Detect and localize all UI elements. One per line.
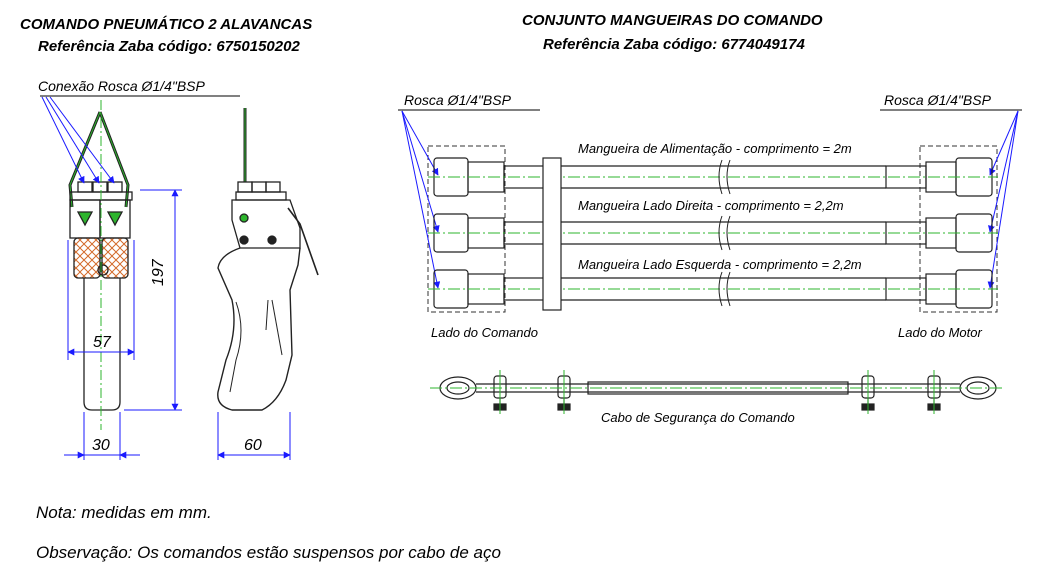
- front-view: [68, 100, 133, 430]
- front-dimensions: [64, 189, 182, 460]
- break-marks: [718, 159, 731, 307]
- hose-thread-leaders: [398, 109, 1022, 289]
- side-motor-label: Lado do Motor: [898, 325, 982, 340]
- hose-clamp: [542, 157, 562, 311]
- dim-depth-side: 60: [244, 437, 262, 454]
- safety-cable: [430, 370, 1005, 414]
- hose-label-left: Mangueira Lado Esquerda - comprimento = …: [578, 257, 862, 272]
- thread-left-label: Rosca Ø1/4"BSP: [404, 92, 511, 108]
- hose-label-feed: Mangueira de Alimentação - comprimento =…: [578, 141, 852, 156]
- hose-1: [428, 157, 998, 197]
- side-command-label: Lado do Comando: [431, 325, 538, 340]
- left-reference: Referência Zaba código: 6750150202: [38, 38, 300, 55]
- side-view: [217, 108, 319, 411]
- thread-connection-label: Conexão Rosca Ø1/4"BSP: [38, 78, 205, 94]
- hose-label-right: Mangueira Lado Direita - comprimento = 2…: [578, 198, 844, 213]
- thread-leaders: [40, 95, 240, 184]
- safety-cable-label: Cabo de Segurança do Comando: [601, 410, 795, 425]
- dim-width-front: 57: [93, 334, 111, 351]
- hose-2: [428, 213, 998, 253]
- thread-right-label: Rosca Ø1/4"BSP: [884, 92, 991, 108]
- hose-3: [428, 269, 998, 309]
- note-units: Nota: medidas em mm.: [36, 503, 212, 522]
- note-observation: Observação: Os comandos estão suspensos …: [36, 543, 501, 562]
- dim-base-front: 30: [92, 437, 110, 454]
- fitting-boxes: [427, 145, 998, 313]
- dim-height: 197: [150, 259, 167, 286]
- left-title: COMANDO PNEUMÁTICO 2 ALAVANCAS: [20, 16, 313, 33]
- right-reference: Referência Zaba código: 6774049174: [543, 36, 805, 53]
- side-dimensions: [217, 412, 291, 460]
- right-title: CONJUNTO MANGUEIRAS DO COMANDO: [522, 12, 823, 29]
